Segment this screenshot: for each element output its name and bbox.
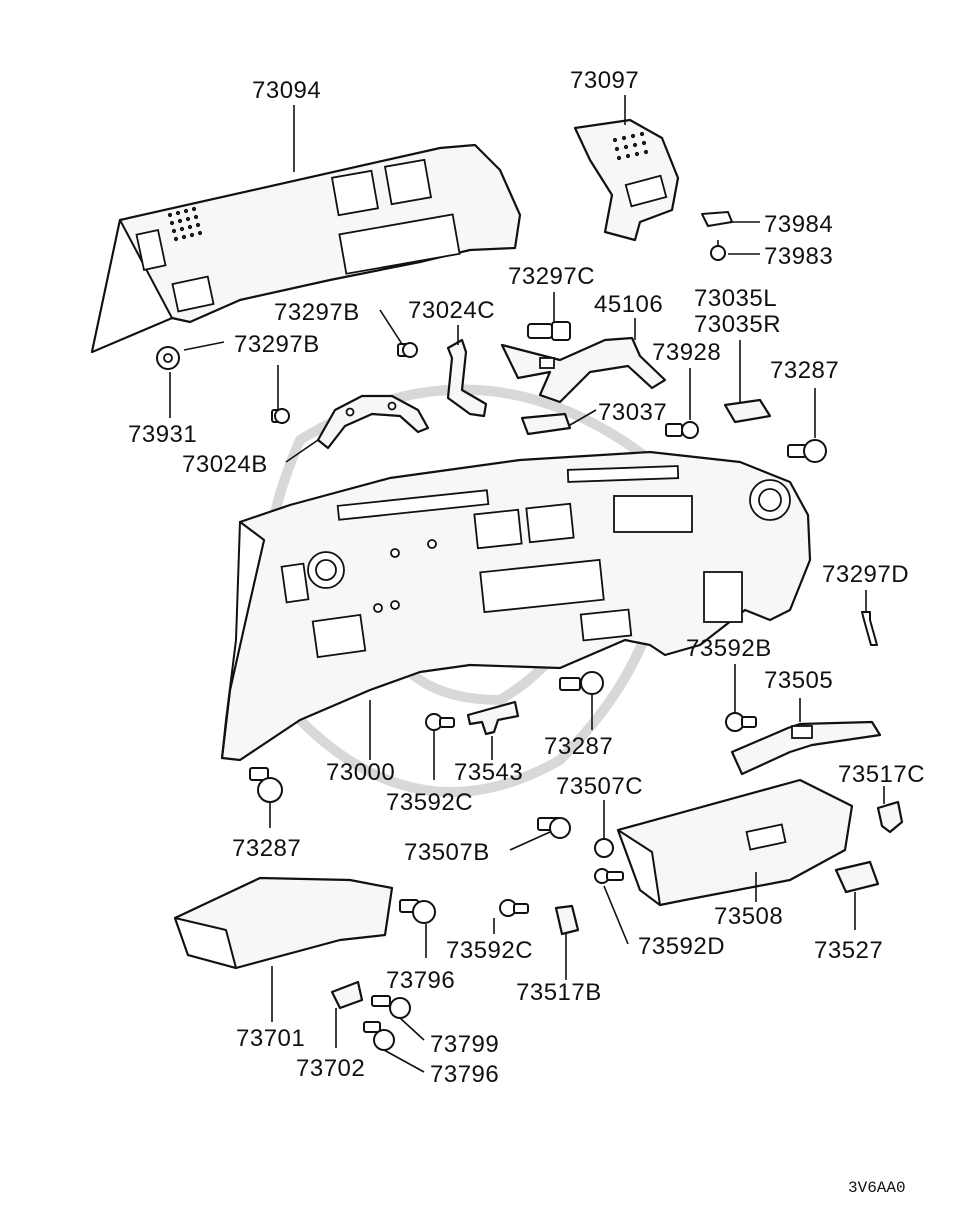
label-45106[interactable]: 45106 [594, 291, 663, 318]
bolt-73928[interactable] [665, 421, 699, 439]
bolt-73287-left[interactable] [249, 767, 283, 803]
label-73000[interactable]: 73000 [326, 759, 395, 786]
latch-73527[interactable] [834, 860, 880, 894]
label-73024B[interactable]: 73024B [182, 451, 268, 478]
label-73527[interactable]: 73527 [814, 937, 883, 964]
label-73799[interactable]: 73799 [430, 1031, 499, 1058]
label-73287-center[interactable]: 73287 [544, 733, 613, 760]
bolt-73592C-upper[interactable] [425, 713, 455, 731]
lid-73035[interactable] [723, 398, 772, 424]
screw-73592D[interactable] [594, 868, 624, 884]
label-73297B-lower[interactable]: 73297B [234, 331, 320, 358]
label-73297C[interactable]: 73297C [508, 263, 595, 290]
label-73035R[interactable]: 73035R [694, 311, 781, 338]
leader-lines [169, 95, 885, 1073]
diagram-code: 3V6AA0 [848, 1179, 906, 1197]
clip-73517C[interactable] [876, 800, 904, 834]
cap-73507C[interactable] [594, 838, 614, 858]
screw-73297D[interactable] [861, 611, 878, 646]
bolt-73297B-upper[interactable] [397, 342, 418, 358]
label-73297B-upper[interactable]: 73297B [274, 299, 360, 326]
label-73035L[interactable]: 73035L [694, 285, 777, 312]
label-73592B[interactable]: 73592B [686, 635, 772, 662]
bolt-73592B[interactable] [725, 712, 757, 732]
bracket-73024B[interactable] [316, 394, 430, 450]
label-73037[interactable]: 73037 [598, 399, 667, 426]
bolt-73287-center[interactable] [559, 671, 604, 695]
label-73024C[interactable]: 73024C [408, 297, 495, 324]
bracket-73702[interactable] [330, 980, 364, 1010]
bolt-73507B[interactable] [537, 817, 571, 839]
label-73928[interactable]: 73928 [652, 339, 721, 366]
label-73702[interactable]: 73702 [296, 1055, 365, 1082]
nut-73931[interactable] [156, 346, 180, 370]
label-73592C-upper[interactable]: 73592C [386, 789, 473, 816]
bolt-73297C[interactable] [527, 321, 571, 341]
instrument-panel-73000[interactable] [220, 450, 812, 762]
part-labels: 73094 73097 73984 73983 73297C 45106 730… [128, 67, 925, 1088]
bracket-73543[interactable] [466, 700, 520, 736]
label-73543[interactable]: 73543 [454, 759, 523, 786]
label-73701[interactable]: 73701 [236, 1025, 305, 1052]
label-73287-left[interactable]: 73287 [232, 835, 301, 862]
clip-73517B[interactable] [554, 904, 580, 936]
label-73297D[interactable]: 73297D [822, 561, 909, 588]
upper-dash-panel-73094[interactable] [90, 143, 522, 354]
under-cover-73701[interactable] [173, 876, 394, 970]
label-73517C[interactable]: 73517C [838, 761, 925, 788]
label-73796-upper[interactable]: 73796 [386, 967, 455, 994]
bolt-73799[interactable] [371, 995, 411, 1019]
bracket-45106[interactable] [500, 336, 667, 404]
bolt-73287-upper[interactable] [787, 439, 827, 463]
striker-bracket-73505[interactable] [730, 720, 882, 776]
label-73592D[interactable]: 73592D [638, 933, 725, 960]
glove-box-73508[interactable] [616, 778, 854, 907]
label-73796-lower[interactable]: 73796 [430, 1061, 499, 1088]
cover-73037[interactable] [520, 412, 572, 436]
label-73931[interactable]: 73931 [128, 421, 197, 448]
label-73094[interactable]: 73094 [252, 77, 321, 104]
label-73287-upper[interactable]: 73287 [770, 357, 839, 384]
label-73984[interactable]: 73984 [764, 211, 833, 238]
bolt-73796-lower[interactable] [363, 1021, 395, 1051]
bolt-73796-upper[interactable] [399, 899, 436, 924]
label-73592C-lower[interactable]: 73592C [446, 937, 533, 964]
label-73507C[interactable]: 73507C [556, 773, 643, 800]
label-73507B[interactable]: 73507B [404, 839, 490, 866]
clip-73984[interactable] [701, 211, 733, 227]
bolt-73592C-lower[interactable] [499, 899, 529, 917]
side-vent-panel-73097[interactable] [573, 118, 680, 242]
label-73505[interactable]: 73505 [764, 667, 833, 694]
label-73517B[interactable]: 73517B [516, 979, 602, 1006]
label-73097[interactable]: 73097 [570, 67, 639, 94]
label-73508[interactable]: 73508 [714, 903, 783, 930]
bracket-73024C[interactable] [446, 338, 488, 418]
bolt-73297B-lower[interactable] [271, 408, 290, 424]
screw-73983[interactable] [710, 240, 726, 261]
label-73983[interactable]: 73983 [764, 243, 833, 270]
